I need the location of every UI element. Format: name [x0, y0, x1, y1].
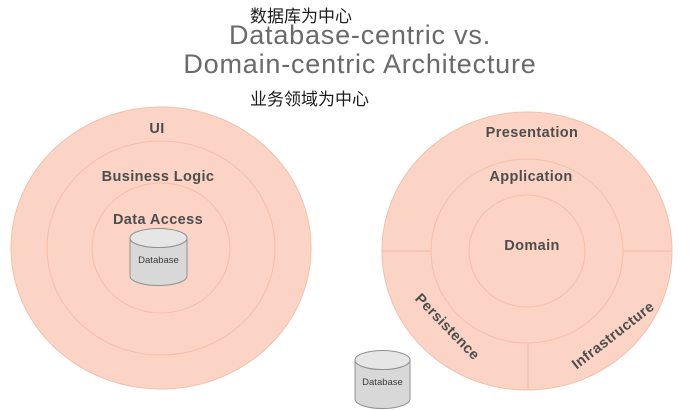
left-database-label: Database: [138, 255, 179, 266]
database-cylinder-icon: Database: [354, 350, 411, 409]
right-inner-ring: [468, 194, 586, 308]
cylinder-top: [354, 350, 411, 370]
left-ring-label-business-logic: Business Logic: [102, 169, 215, 185]
left-ring-label-data-access: Data Access: [113, 212, 203, 228]
chinese-caption-domain-centric: 业务领域为中心: [250, 90, 369, 109]
page-title-line1: Database-centric vs.: [228, 20, 492, 50]
database-centric-diagram: UI Business Logic Data Access Database: [10, 106, 312, 390]
left-ring-label-ui: UI: [149, 121, 164, 137]
left-inner-ring: [91, 182, 231, 314]
page-title-line2: Domain-centric Architecture: [183, 49, 537, 79]
right-ring-label-presentation: Presentation: [486, 125, 579, 141]
chinese-caption-database-centric: 数据库为中心: [250, 7, 352, 26]
right-database-label: Database: [362, 377, 403, 388]
left-middle-ring: [46, 140, 276, 356]
database-cylinder-icon: Database: [129, 228, 188, 286]
domain-centric-diagram: Presentation Application Domain Persiste…: [354, 111, 673, 409]
cylinder-top: [129, 228, 188, 248]
right-ring-label-application: Application: [489, 169, 572, 185]
right-ring-label-domain: Domain: [504, 238, 560, 254]
